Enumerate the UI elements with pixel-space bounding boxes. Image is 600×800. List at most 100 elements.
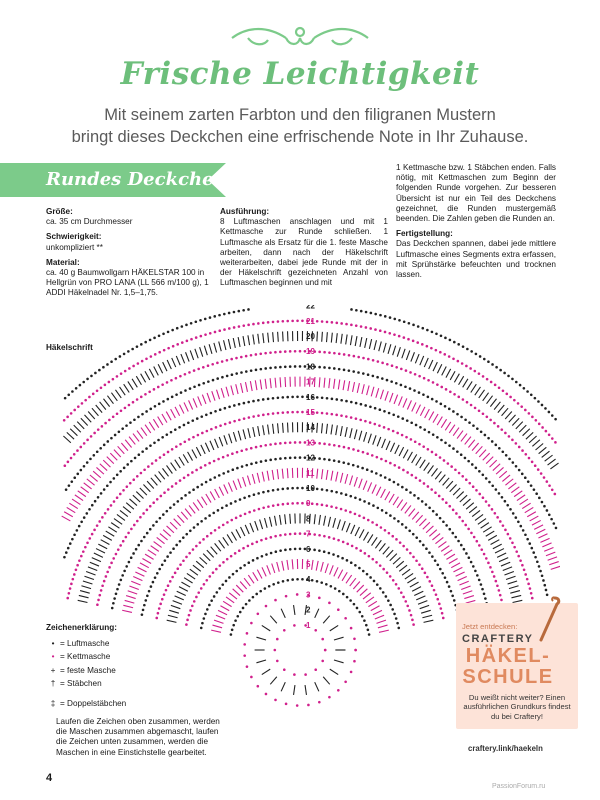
chain-mark [407, 337, 410, 341]
chain-mark [409, 551, 412, 555]
chain-mark [117, 430, 121, 434]
chain-mark [415, 536, 419, 539]
chain-mark [398, 541, 402, 544]
chain-mark [257, 322, 260, 325]
chain-mark [384, 595, 388, 598]
stitch-mark [333, 636, 344, 641]
stitch-mark [400, 502, 408, 511]
chain-mark [108, 418, 111, 422]
chain-mark [251, 595, 255, 599]
stitch-mark [459, 580, 469, 586]
stitch-mark [330, 424, 333, 435]
chain-mark [96, 495, 100, 499]
chain-mark [364, 326, 368, 329]
chain-mark [165, 509, 169, 513]
chain-mark [506, 503, 510, 507]
stitch-mark [524, 506, 534, 514]
chain-mark [394, 582, 398, 586]
chain-mark [359, 402, 363, 406]
chain-mark [461, 475, 465, 478]
chain-mark [427, 430, 431, 434]
chain-mark [188, 371, 191, 374]
stitch-mark [427, 465, 434, 474]
stitch-mark [218, 341, 222, 352]
stitch-mark [432, 533, 441, 541]
chain-mark [245, 665, 249, 668]
stitch-mark [209, 440, 215, 451]
chain-mark [170, 485, 174, 488]
chain-mark [418, 442, 421, 446]
chain-mark [200, 415, 204, 418]
chain-mark [452, 357, 455, 361]
chain-mark [482, 592, 486, 596]
stitch-mark [511, 594, 522, 599]
chain-mark [420, 500, 424, 503]
stitch-mark [230, 385, 234, 396]
chain-mark [172, 547, 175, 551]
chain-mark [514, 464, 518, 468]
stitch-mark [494, 548, 505, 554]
chain-mark [291, 502, 294, 505]
stitch-mark [322, 615, 331, 624]
chain-mark [269, 536, 273, 539]
chain-mark [440, 438, 443, 442]
chain-mark [246, 544, 250, 548]
chain-mark [67, 484, 71, 487]
chain-mark [144, 599, 148, 602]
chain-mark [85, 461, 89, 464]
stitch-mark [129, 585, 139, 590]
round-number: 6 [306, 545, 311, 554]
chain-mark [437, 494, 441, 498]
chain-mark [157, 438, 160, 442]
chain-mark [477, 578, 481, 582]
chain-mark [408, 387, 412, 390]
stitch-mark [382, 546, 390, 555]
chain-mark [264, 443, 268, 447]
chain-mark [111, 415, 115, 419]
stitch-mark [392, 556, 401, 565]
stitch-mark [314, 681, 320, 692]
stitch-mark [324, 563, 329, 574]
chain-mark [369, 327, 372, 330]
stitch-mark [227, 482, 233, 492]
stitch-mark [178, 586, 189, 592]
chain-mark [86, 377, 89, 381]
stitch-mark [232, 431, 237, 442]
round-number: 19 [306, 347, 315, 356]
chain-mark [84, 545, 87, 549]
round-number: 9 [306, 499, 311, 508]
chain-mark [69, 412, 73, 415]
chain-mark [487, 504, 491, 507]
chain-mark [222, 561, 225, 564]
chain-mark [189, 321, 193, 325]
stitch-mark [103, 398, 111, 407]
chain-mark [487, 360, 490, 364]
stitch-mark [291, 559, 294, 570]
stitch-mark [438, 474, 446, 483]
chain-mark [504, 431, 507, 435]
chain-mark [274, 550, 278, 554]
stitch-mark [166, 359, 172, 370]
chain-mark [530, 460, 534, 464]
chain-mark [497, 589, 501, 592]
stitch-mark [244, 524, 250, 535]
stitch-mark [345, 522, 351, 533]
chain-mark [354, 563, 357, 567]
promo-link[interactable]: craftery.link/haekeln [468, 744, 543, 753]
chain-mark [303, 456, 307, 459]
chain-mark [472, 535, 476, 539]
chain-mark [551, 437, 554, 440]
chain-mark [208, 461, 211, 465]
stitch-mark [358, 478, 363, 489]
chain-mark [133, 418, 136, 422]
chain-mark [328, 458, 331, 462]
chain-mark [516, 402, 520, 405]
chain-mark [200, 519, 203, 523]
chain-mark [530, 546, 534, 550]
stitch-mark [535, 443, 544, 451]
stitch-mark [496, 552, 507, 558]
promo-box[interactable] [456, 603, 578, 729]
stitch-mark [445, 368, 452, 378]
stitch-mark [158, 471, 166, 480]
chain-mark [212, 595, 216, 598]
